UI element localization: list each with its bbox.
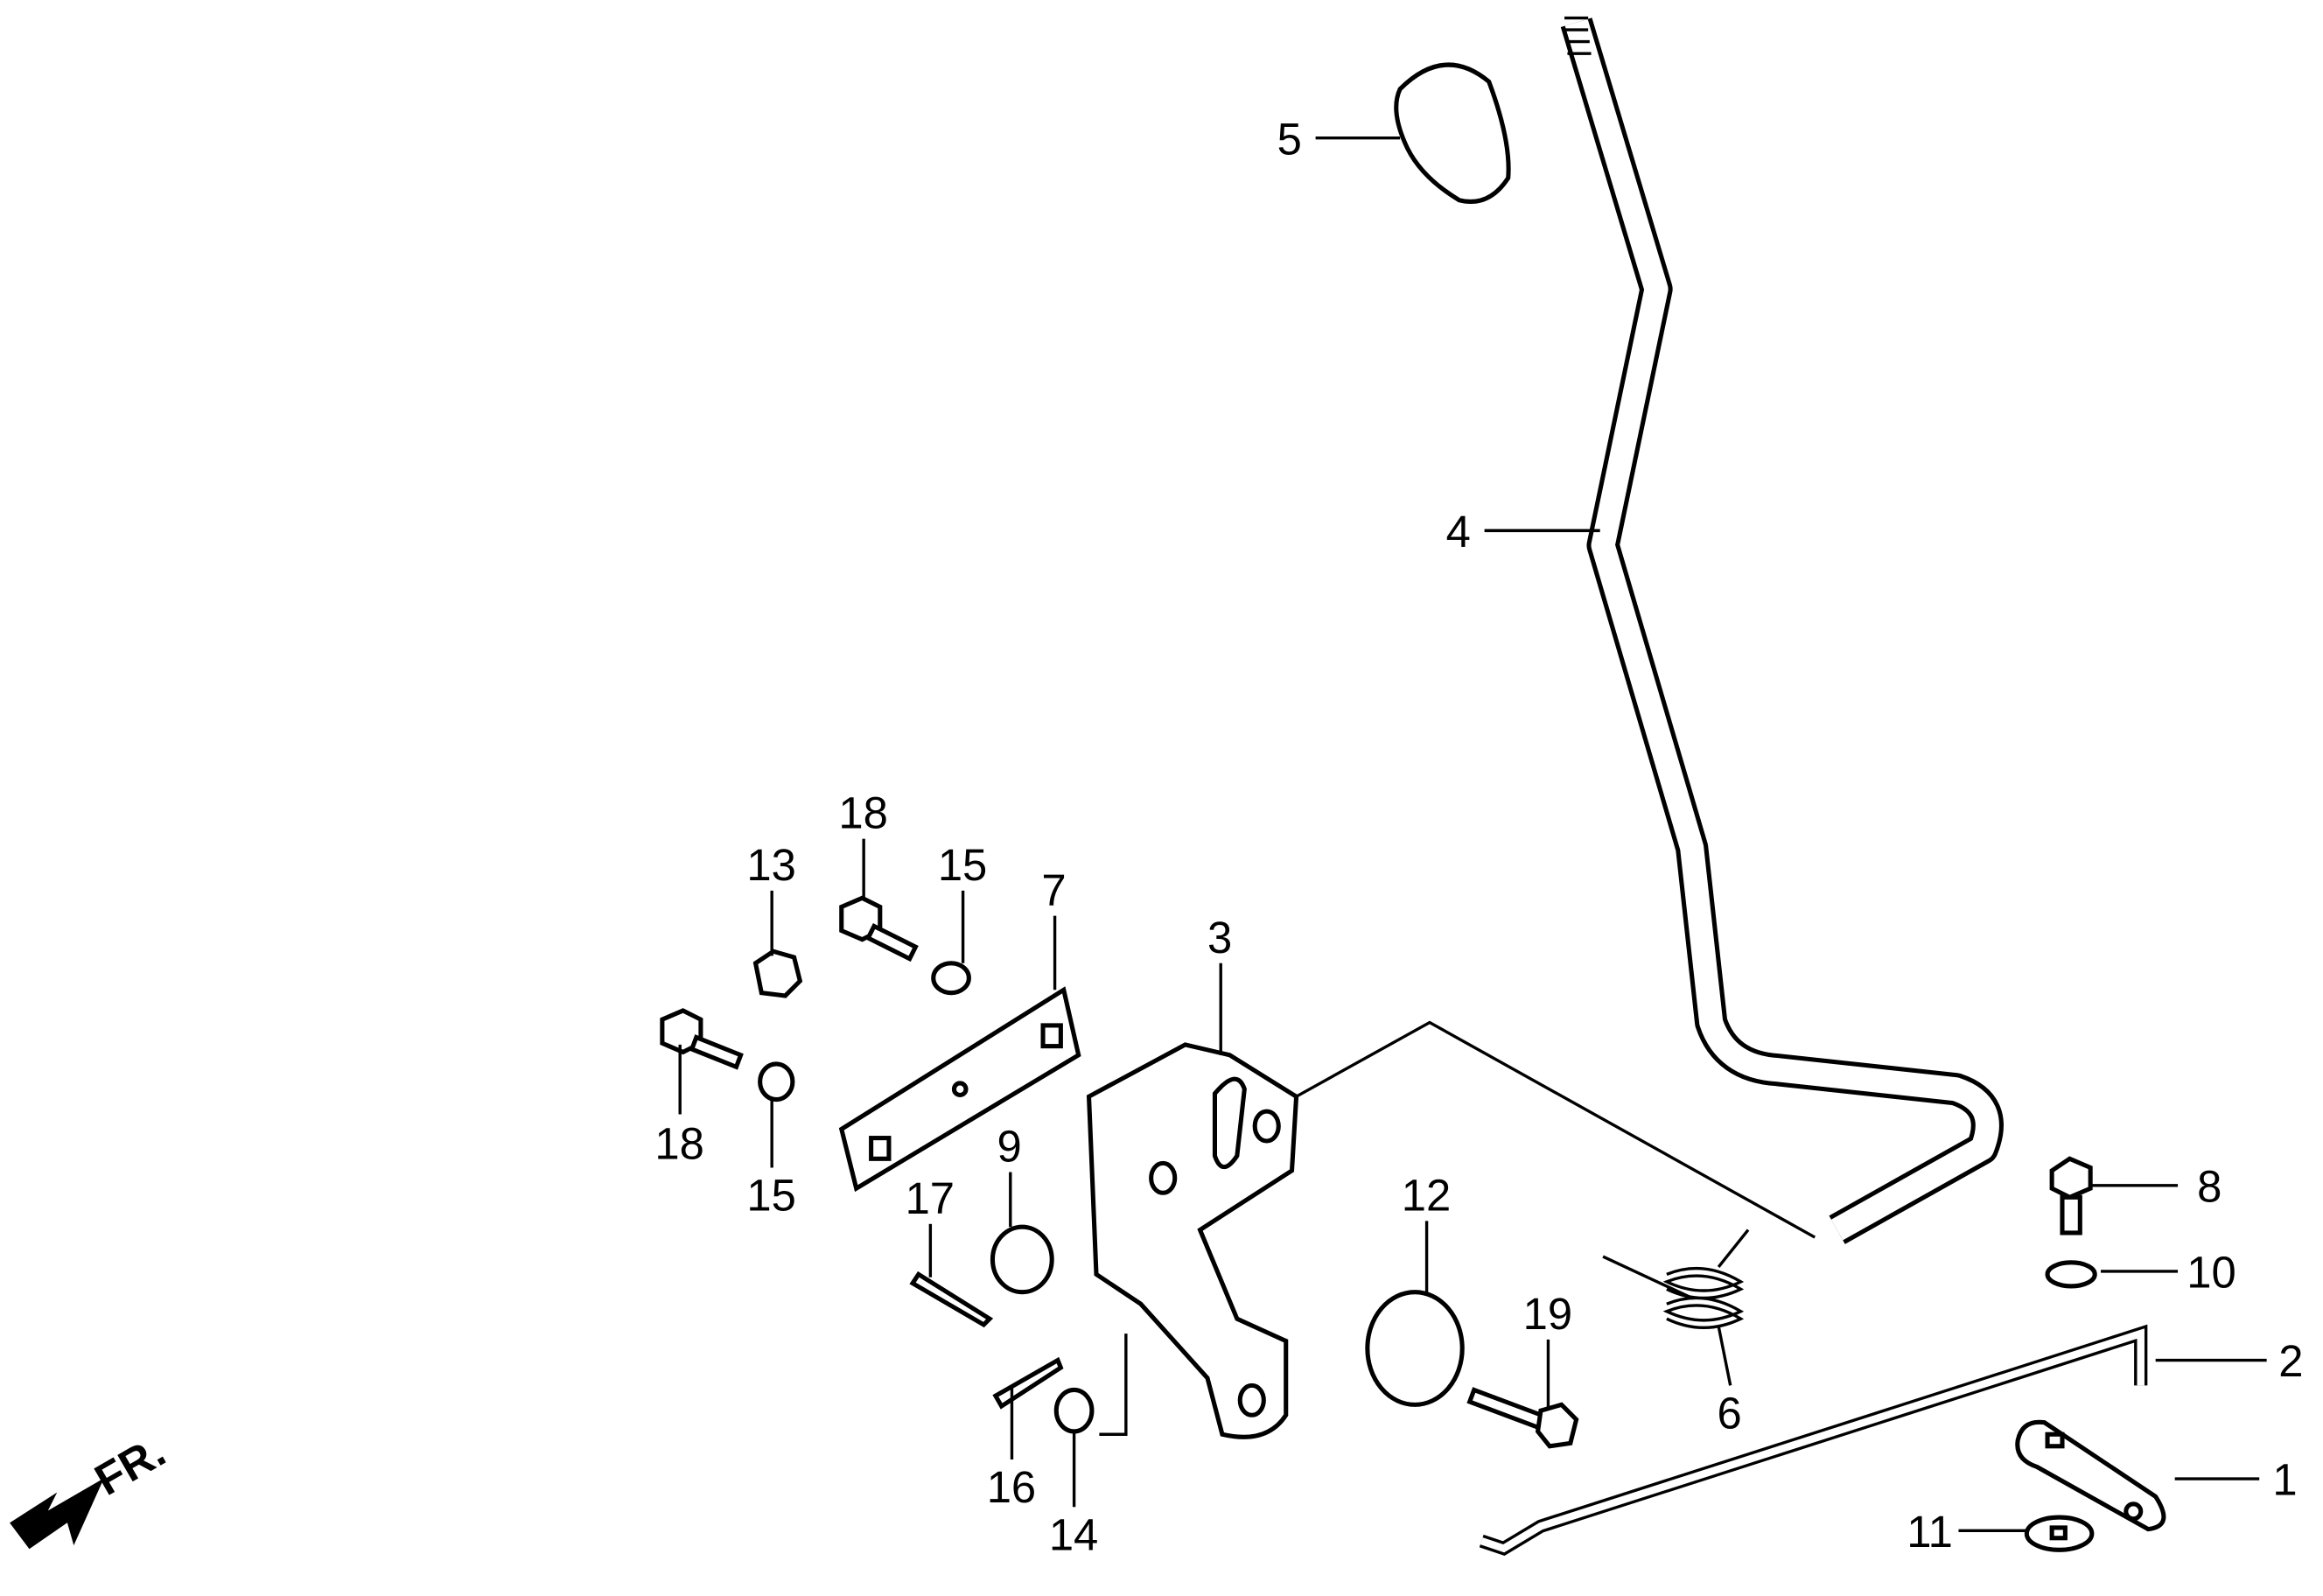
shift-lever-rod (1560, 16, 2004, 1244)
front-direction-arrow: FR. (10, 1426, 173, 1550)
callout-15-lower: 15 (746, 1171, 795, 1221)
cotter-pin-16 (992, 1356, 1064, 1410)
flange-bolt-lower (660, 1008, 744, 1070)
callout-14: 14 (1049, 1509, 1098, 1559)
callout-4: 4 (1446, 507, 1471, 556)
plate (838, 986, 1081, 1193)
return-spring (1602, 1228, 1750, 1330)
cotter-pin-17 (909, 1270, 994, 1328)
callout-5: 5 (1277, 114, 1302, 164)
square-washer (2024, 1515, 2095, 1552)
washer-9 (990, 1224, 1054, 1295)
callout-12: 12 (1402, 1171, 1451, 1221)
leader-lines (678, 136, 2267, 1533)
flange-bolt-19 (1466, 1387, 1579, 1449)
callout-11: 11 (1907, 1507, 1953, 1557)
washer-14 (1053, 1387, 1095, 1434)
callout-7: 7 (1041, 865, 1066, 915)
callout-19: 19 (1523, 1289, 1572, 1339)
callout-13: 13 (746, 840, 795, 890)
flange-bolt-8 (2049, 1156, 2093, 1236)
washer-upper (931, 961, 971, 996)
flange-bolt-upper (839, 895, 919, 962)
callout-15-upper: 15 (938, 840, 987, 890)
callout-8: 8 (2197, 1161, 2222, 1211)
callout-2: 2 (2278, 1336, 2303, 1386)
callout-16: 16 (987, 1462, 1036, 1512)
link-plate (2015, 1419, 2166, 1532)
callout-6: 6 (1717, 1388, 1741, 1438)
control-rod (1479, 1324, 2148, 1556)
flange-nut (752, 948, 803, 998)
callout-9: 9 (997, 1122, 1022, 1172)
callout-10: 10 (2187, 1248, 2236, 1298)
damper-disc (1365, 1290, 1465, 1407)
lever-bracket (1086, 1020, 1816, 1439)
knob (1394, 62, 1511, 204)
callout-18-lower: 18 (654, 1118, 703, 1168)
direction-label: FR. (87, 1426, 173, 1505)
washer-10 (2045, 1260, 2097, 1289)
callout-17: 17 (906, 1173, 955, 1223)
callout-18-upper: 18 (838, 788, 887, 838)
washer-lower (758, 1061, 795, 1102)
callout-1: 1 (2272, 1455, 2297, 1505)
callout-3: 3 (1207, 913, 1232, 962)
